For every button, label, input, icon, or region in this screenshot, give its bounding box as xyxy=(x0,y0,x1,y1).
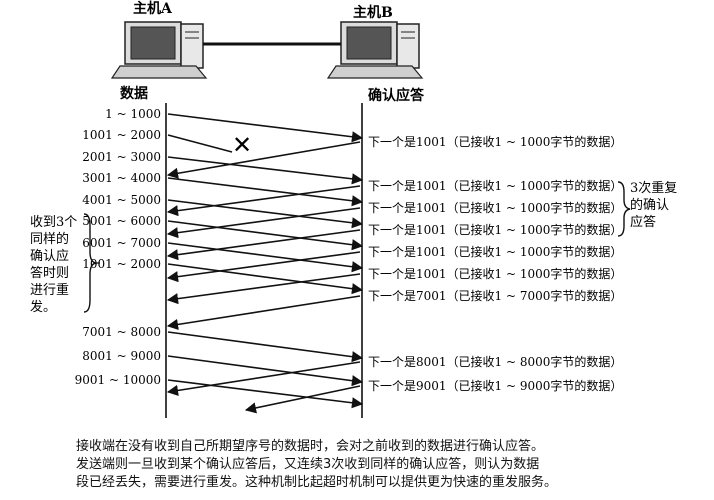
ack-label: 下一个是1001（已接收1 ~ 1000字节的数据） xyxy=(368,266,622,281)
segment-label: 6001 ~ 7000 xyxy=(82,236,161,250)
data-segment-arrow xyxy=(167,156,364,185)
data-segment-arrow xyxy=(167,134,233,153)
ack-label: 下一个是1001（已接收1 ~ 1000字节的数据） xyxy=(368,244,622,259)
ack-label: 下一个是8001（已接收1 ~ 8000字节的数据） xyxy=(368,354,622,369)
segment-label: 5001 ~ 6000 xyxy=(82,214,161,228)
data-segment-arrow xyxy=(167,199,364,229)
computer-a-icon xyxy=(110,21,208,79)
caption-line-1: 接收端在没有收到自己所期望序号的数据时，会对之前收到的数据进行确认应答。 xyxy=(76,439,545,454)
host-b-label: 主机B xyxy=(353,4,393,21)
data-column-label: 数据 xyxy=(120,85,148,102)
ack-label: 下一个是7001（已接收1 ~ 7000字节的数据） xyxy=(368,288,622,303)
ack-arrow xyxy=(166,141,361,179)
right-brace xyxy=(617,181,631,237)
segment-label: 1001 ~ 2000 xyxy=(82,128,161,142)
ack-label: 下一个是1001（已接收1 ~ 1000字节的数据） xyxy=(368,134,622,149)
ack-arrow xyxy=(166,295,361,330)
data-segment-arrow xyxy=(167,220,364,251)
ack-label: 下一个是9001（已接收1 ~ 9000字节的数据） xyxy=(368,378,622,393)
ack-arrow xyxy=(166,251,361,283)
caption: 接收端在没有收到自己所期望序号的数据时，会对之前收到的数据进行确认应答。 发送端… xyxy=(76,438,696,492)
tcp-fast-retransmit-diagram: 主机A 主机B 数据 确认应答 1 ~ 1000 1001 ~ 2000 2001 … xyxy=(30,0,677,418)
right-annotation-line: 的确认 xyxy=(630,197,669,213)
ack-arrow xyxy=(166,229,361,261)
ack-arrow xyxy=(166,361,361,396)
segment-label: 4001 ~ 5000 xyxy=(82,193,161,207)
lost-segment-mark: ✕ xyxy=(232,131,252,159)
segment-label: 2001 ~ 3000 xyxy=(82,150,161,164)
caption-line-3: 段已经丢失，需要进行重发。这种机制比起超时机制可以提供更为快速的重发服务。 xyxy=(76,475,558,490)
data-segment-arrow xyxy=(167,379,364,409)
left-annotation-line: 进行重 xyxy=(30,282,69,298)
ack-arrow xyxy=(166,273,361,305)
right-annotation-line: 应答 xyxy=(630,214,656,230)
data-segment-arrow xyxy=(167,113,364,143)
data-segment-arrow xyxy=(167,331,364,363)
ack-label: 下一个是1001（已接收1 ~ 1000字节的数据） xyxy=(368,200,622,215)
data-segment-arrow xyxy=(167,263,364,295)
segment-label: 8001 ~ 9000 xyxy=(82,349,161,363)
segment-label: 9001 ~ 10000 xyxy=(75,373,161,387)
ack-arrow xyxy=(166,207,361,239)
data-segment-arrow xyxy=(167,242,364,273)
left-annotation-line: 确认应 xyxy=(30,248,69,264)
left-annotation-line: 发。 xyxy=(30,299,56,315)
data-segment-arrow xyxy=(167,355,364,387)
ack-arrow xyxy=(244,385,361,414)
ack-label: 下一个是1001（已接收1 ~ 1000字节的数据） xyxy=(368,178,622,193)
segment-label: 1 ~ 1000 xyxy=(105,107,161,121)
left-annotation-line: 答时则 xyxy=(30,265,69,281)
left-annotation-line: 收到3个 xyxy=(30,215,77,230)
segment-label: 3001 ~ 4000 xyxy=(82,171,161,185)
ack-arrow xyxy=(166,185,361,217)
computer-b-icon xyxy=(326,21,424,79)
ack-label: 下一个是1001（已接收1 ~ 1000字节的数据） xyxy=(368,222,622,237)
segment-label: 7001 ~ 8000 xyxy=(82,325,161,339)
segment-label: 1001 ~ 2000 xyxy=(82,257,161,271)
right-annotation-line: 3次重复 xyxy=(630,180,677,196)
ack-column-label: 确认应答 xyxy=(368,87,425,104)
host-a-label: 主机A xyxy=(133,0,173,17)
caption-line-2: 发送端则一旦收到某个确认应答后，又连续3次收到同样的确认应答，则认为数据 xyxy=(76,457,540,472)
left-annotation-line: 同样的 xyxy=(30,231,69,247)
data-segment-arrow xyxy=(167,177,364,207)
